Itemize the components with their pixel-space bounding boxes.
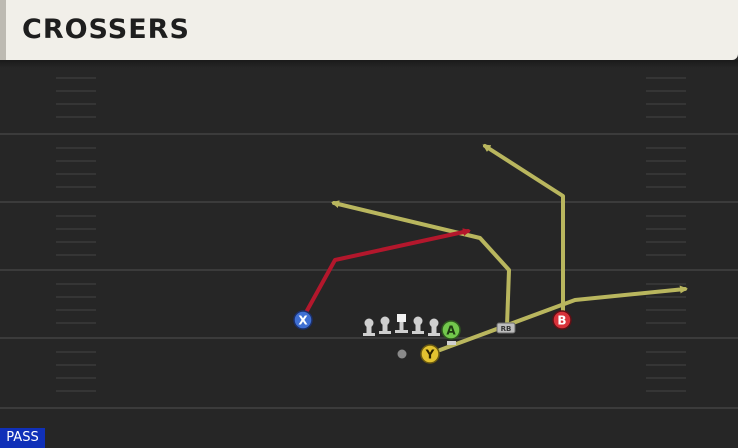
player-b[interactable]: B <box>552 310 572 330</box>
tight-end-marker <box>447 341 456 345</box>
player-a[interactable]: A <box>441 320 461 340</box>
hash-marks-right <box>646 77 686 392</box>
player-rb[interactable]: RB <box>496 322 516 334</box>
route-x-dig <box>302 228 471 318</box>
quarterback-marker <box>397 349 407 359</box>
route-y-corner <box>438 285 688 352</box>
yard-lines <box>0 133 738 409</box>
player-b-label: B <box>557 314 566 328</box>
play-type-badge: PASS <box>0 428 45 448</box>
lineman-icon <box>379 316 391 334</box>
center-icon <box>395 314 408 333</box>
lineman-icon <box>428 318 440 336</box>
play-title: CROSSERS <box>22 14 190 45</box>
offensive-line <box>363 314 440 336</box>
player-rb-label: RB <box>501 325 512 333</box>
hash-marks-left <box>56 77 96 392</box>
lineman-icon <box>363 318 375 336</box>
player-a-label: A <box>446 324 456 338</box>
player-y-label: Y <box>425 348 435 362</box>
title-bar: CROSSERS <box>0 0 738 60</box>
title-shadow <box>0 60 738 68</box>
player-y[interactable]: Y <box>420 344 440 364</box>
player-x[interactable]: X <box>293 310 313 330</box>
route-rb-angle <box>331 200 511 328</box>
route-b-post <box>482 144 565 318</box>
player-x-label: X <box>298 314 308 328</box>
lineman-icon <box>412 316 424 334</box>
